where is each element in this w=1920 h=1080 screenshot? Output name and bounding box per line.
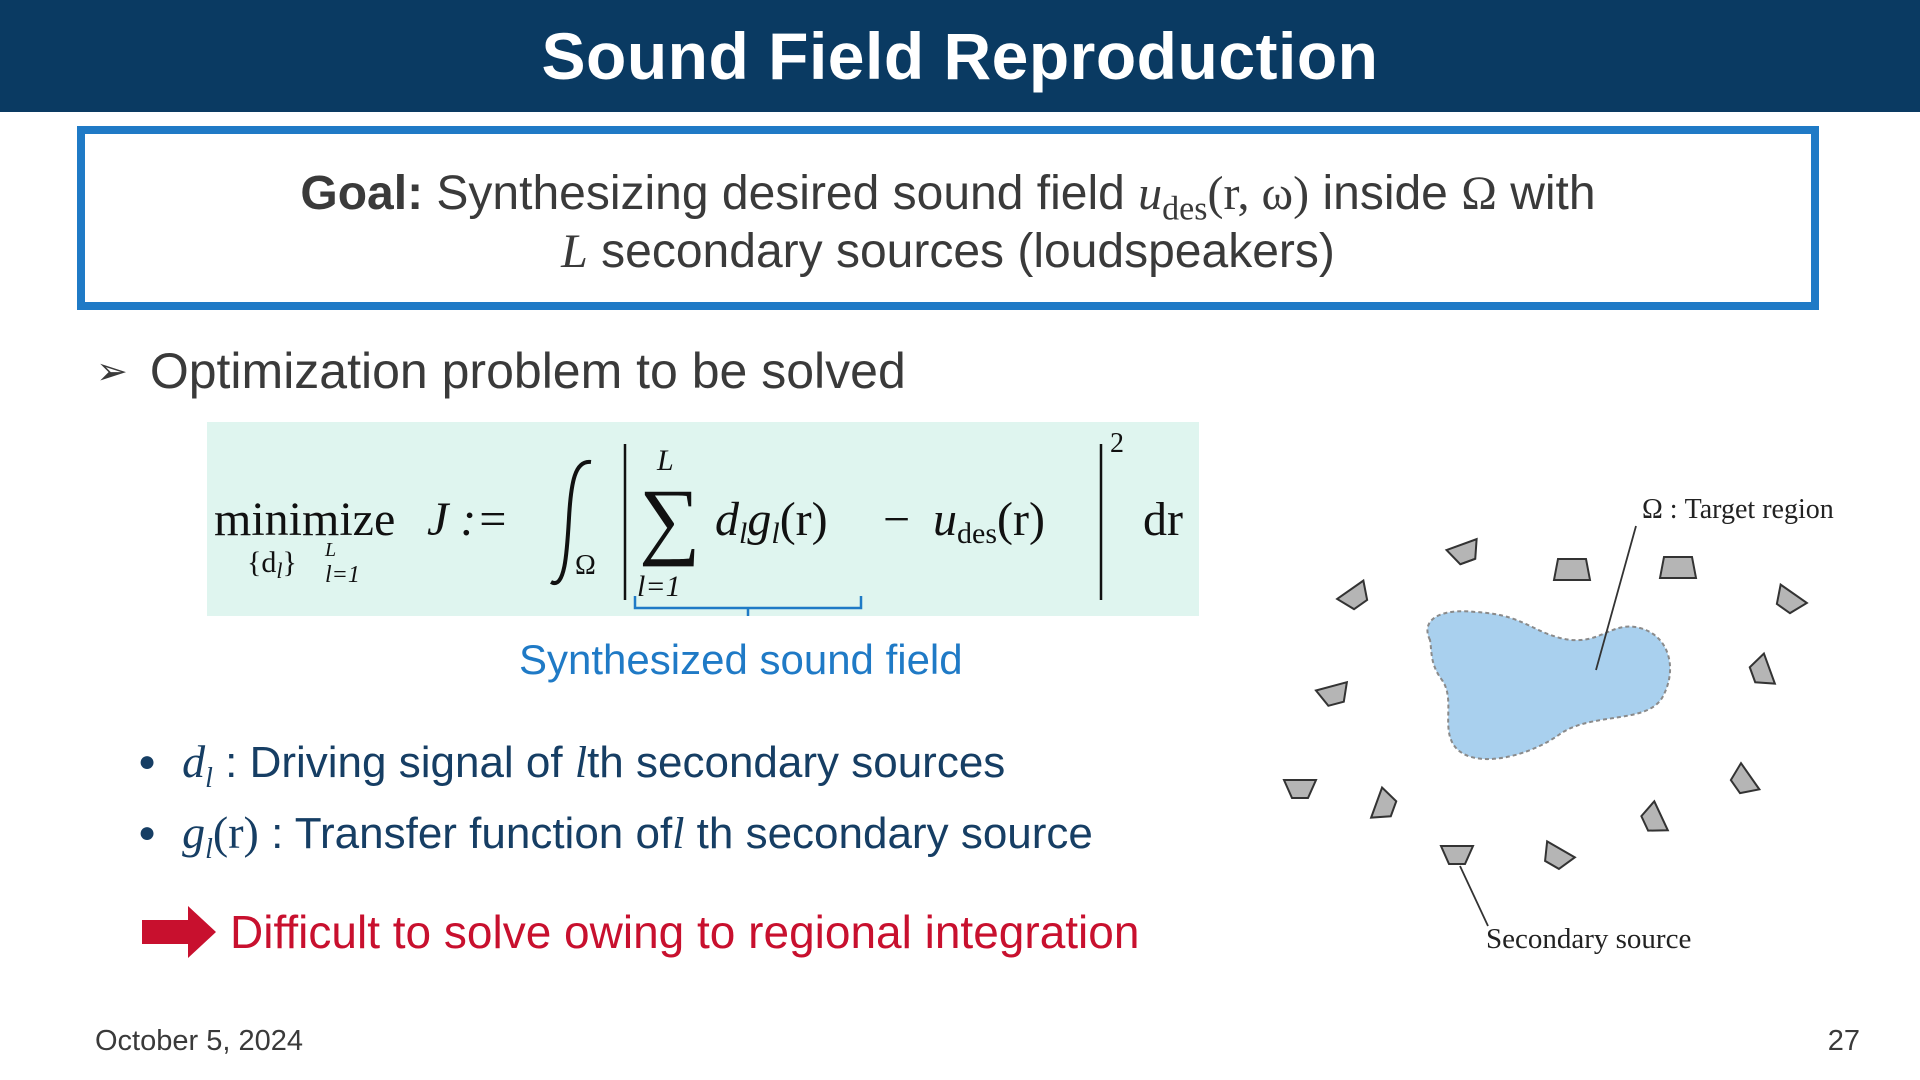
goal-box: Goal: Synthesizing desired sound field u… [77,126,1819,310]
underbrace [633,596,863,616]
optimization-formula: minimize J := {dl} L l=1 Ω L ∑ l=1 dlgl(… [214,428,1183,616]
formula-under-sub2: l=1 [325,562,360,588]
speaker-icon [1729,761,1762,795]
source-pointer-line [1459,865,1489,927]
bullet-dot-icon: ● [138,745,157,778]
symbol-g: gl(r) [182,807,259,866]
speaker-icon [1640,799,1670,832]
sum-bottom: l=1 [637,570,681,603]
secondary-sources [1282,537,1809,871]
formula-dr: dr [1143,493,1183,546]
speaker-icon [1544,839,1577,871]
formula-term: dlgl(r) [715,493,828,550]
goal-args: (r, ω) [1207,167,1310,220]
page-number: 27 [1827,1025,1860,1057]
sub1-l: l [574,738,588,787]
sub2-text: : Transfer function of [258,809,673,858]
formula-minimize: minimize [214,493,395,546]
speaker-icon [1775,582,1809,615]
sub2-l: l [672,809,685,858]
sum-sign: ∑ [639,471,700,567]
integral-sign [550,459,592,586]
formula-under: {dl} [247,546,297,583]
target-region [1426,610,1671,761]
right-arrow-icon [142,906,216,958]
speaker-icon [1335,578,1369,611]
goal-omega: Ω [1461,167,1497,220]
sum-top: L [656,444,674,477]
sub1-text2: th secondary sources [587,738,1006,787]
goal-des-sub: des [1162,190,1208,228]
speaker-icon [1748,651,1777,685]
speaker-icon [1314,680,1349,707]
goal-L: L [561,225,588,278]
conclusion: Difficult to solve owing to regional int… [142,905,1139,959]
goal-line-1: Goal: Synthesizing desired sound field u… [85,166,1811,229]
target-region-label: Ω : Target region [1642,494,1834,525]
main-bullet: ➢ Optimization problem to be solved [96,342,906,400]
sub-bullet-driving-signal: ● dl : Driving signal of lth secondary so… [138,735,1005,795]
sub-bullet-transfer-function: ● gl(r) : Transfer function ofl th second… [138,806,1093,866]
goal-line-2: L secondary sources (loudspeakers) [85,224,1811,279]
speaker-icon [1444,537,1478,566]
speaker-icon [1658,556,1698,579]
speaker-icon [1369,785,1398,819]
formula-u-des: udes(r) [933,493,1045,550]
formula-J-assign: J := [427,493,509,546]
formula-integral-sub: Ω [575,550,596,581]
goal-text-1: Synthesizing desired sound field [423,167,1139,220]
arrowhead-bullet-icon: ➢ [96,351,128,393]
speaker-icon [1282,779,1318,799]
formula-power: 2 [1110,428,1124,459]
synthesized-field-label: Synthesized sound field [519,636,963,683]
bullet-dot-icon: ● [138,816,157,849]
sub1-text: : Driving signal of [212,738,575,787]
goal-u-des: udes [1138,167,1207,228]
main-bullet-text: Optimization problem to be solved [149,343,906,399]
formula-under-sup: L [324,539,336,561]
speaker-icon [1552,558,1592,581]
conclusion-text: Difficult to solve owing to regional int… [230,906,1140,958]
sub2-text2: th secondary source [684,809,1093,858]
speaker-icon [1439,845,1475,865]
goal-label: Goal: [300,167,424,220]
formula-minus: − [883,493,910,546]
target-pointer-line [1595,525,1637,671]
goal-u-symbol: u [1138,167,1163,220]
page-title: Sound Field Reproduction [541,19,1379,93]
symbol-d: dl [182,736,213,795]
title-bar: Sound Field Reproduction [0,0,1920,112]
secondary-source-label: Secondary source [1486,923,1691,955]
goal-with: with [1496,167,1596,220]
sound-field-diagram: Ω : Target region Secondary source [1282,494,1834,955]
goal-inside: inside [1309,167,1462,220]
goal-text-2: secondary sources (loudspeakers) [587,225,1335,278]
formula-box: minimize J := {dl} L l=1 Ω L ∑ l=1 dlgl(… [207,422,1199,616]
footer-date: October 5, 2024 [95,1025,303,1057]
